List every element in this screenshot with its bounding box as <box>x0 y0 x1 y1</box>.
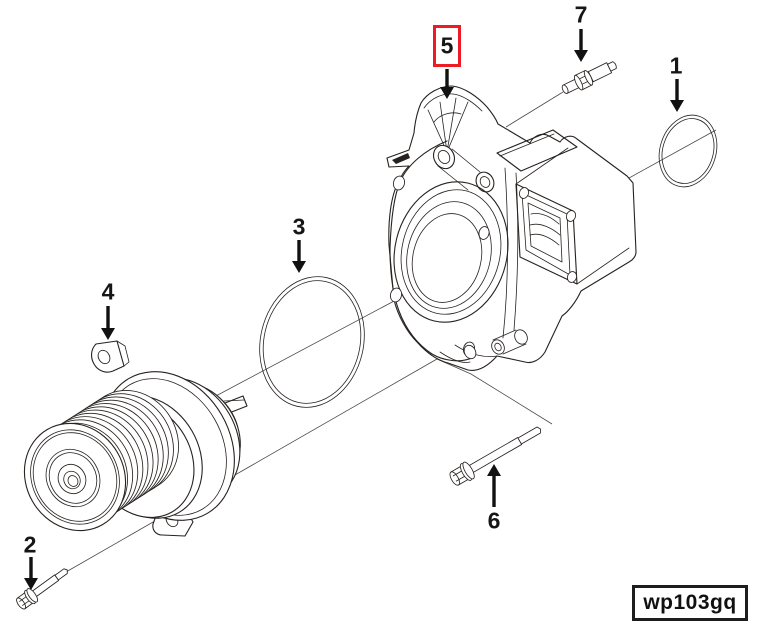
bolt-6-drawing <box>449 426 541 486</box>
callout-label-6[interactable]: 6 <box>487 507 501 534</box>
o-ring-large-drawing <box>259 276 365 408</box>
callout-arrow-3 <box>292 240 306 273</box>
callout-arrow-5 <box>440 69 454 99</box>
callout-arrow-2 <box>24 557 38 590</box>
callout-arrow-7 <box>574 29 588 62</box>
housing-upper-block <box>496 129 578 172</box>
bolt-2-drawing <box>16 568 68 610</box>
housing-outlet-flange <box>515 147 630 285</box>
callout-label-4[interactable]: 4 <box>101 278 115 305</box>
water-pump-assembly-drawing <box>23 340 248 537</box>
callout-label-3[interactable]: 3 <box>292 213 306 240</box>
housing-bracket-slot <box>392 153 410 164</box>
callout-arrow-4 <box>101 306 115 340</box>
highlight-box-item-5 <box>433 25 461 67</box>
o-ring-small-drawing <box>658 114 718 188</box>
callout-label-5[interactable]: 5 <box>440 32 454 59</box>
housing-lower-bosses <box>439 329 528 363</box>
callout-label-7[interactable]: 7 <box>574 1 588 28</box>
callout-arrow-1 <box>670 79 684 112</box>
housing-bosses <box>432 144 495 193</box>
housing-dome-ribs <box>423 93 483 153</box>
pulley-face <box>23 422 127 532</box>
housing-flange <box>389 140 509 362</box>
callout-arrow-6 <box>487 464 501 507</box>
figure-code-box: wp103gq <box>632 585 748 621</box>
callout-label-1[interactable]: 1 <box>669 52 683 79</box>
water-pump-housing-drawing <box>386 85 637 371</box>
callout-label-2[interactable]: 2 <box>23 531 37 558</box>
stud-7-drawing <box>561 61 617 94</box>
